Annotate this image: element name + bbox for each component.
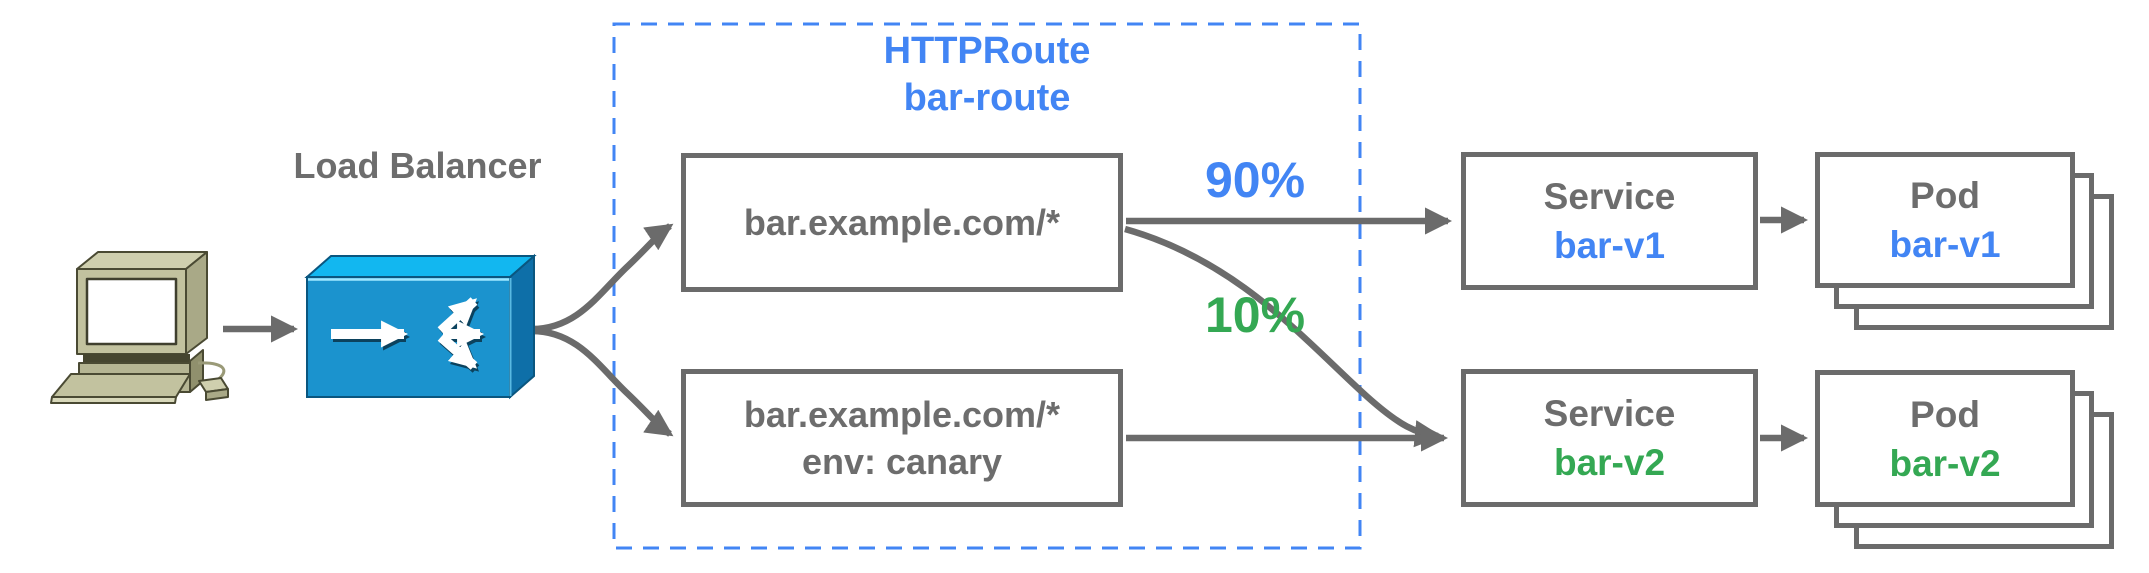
pod-box-bar-v2: Pod bar-v2 [1815,370,2075,507]
route-rule-box-1: bar.example.com/* [681,153,1123,292]
rule1-match: bar.example.com/* [743,202,1061,243]
pod-box-bar-v1: Pod bar-v1 [1815,152,2075,288]
httproute-name: bar-route [903,77,1071,119]
rule2-match: bar.example.com/* [743,394,1061,435]
pod1-name: bar-v1 [1889,224,2001,265]
pod2-name: bar-v2 [1889,442,2001,484]
arrow-lb-to-rule2 [531,327,674,437]
service-box-bar-v2: Service bar-v2 [1461,369,1758,507]
service2-kind: Service [1543,393,1676,434]
service-box-bar-v1: Service bar-v1 [1461,152,1758,290]
arrow-rule1-to-service2-10pct [1124,225,1443,448]
load-balancer-icon [298,246,544,406]
route-rule-box-2: bar.example.com/* env: canary [681,369,1123,507]
service2-name: bar-v2 [1553,442,1666,483]
pod2-kind: Pod [1910,393,1980,435]
weight-label-90: 90% [1204,152,1306,208]
service1-name: bar-v1 [1553,225,1666,266]
httproute-dashed-boundary [612,22,1362,550]
load-balancer-label: Load Balancer [293,145,542,186]
httproute-title: HTTPRoute bar-route [614,28,1360,122]
rule2-header-match: env: canary [801,441,1003,482]
httproute-kind: HTTPRoute [883,30,1091,72]
service1-kind: Service [1543,176,1676,217]
pod1-kind: Pod [1910,175,1980,216]
weight-label-10: 10% [1204,287,1306,343]
computer-icon [45,245,237,410]
arrow-lb-to-rule1 [531,223,674,333]
